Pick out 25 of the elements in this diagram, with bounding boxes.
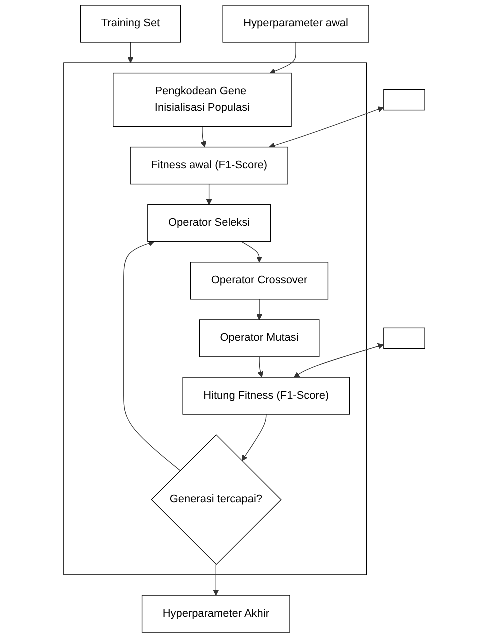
arrow — [200, 126, 207, 148]
node-box — [384, 328, 426, 350]
node-box: Operator Seleksi — [148, 204, 272, 242]
node-box: Operator Mutasi — [199, 320, 320, 358]
arrow — [124, 240, 181, 472]
node-box: Hyperparameter awal — [222, 5, 370, 43]
node-box: Hitung Fitness (F1-Score) — [182, 377, 350, 415]
arrow — [294, 343, 384, 378]
arrow — [241, 242, 263, 263]
arrow — [270, 42, 296, 74]
node-box — [384, 89, 426, 111]
arrow — [128, 42, 134, 64]
arrow — [258, 356, 264, 378]
node-box: Hyperparameter Akhir — [142, 595, 290, 633]
node-box: Pengkodean Gene Inisialisasi Populasi — [113, 72, 292, 128]
cluster — [64, 62, 368, 576]
node-box: Training Set — [80, 5, 181, 43]
node-diamond: Generasi tercapai? — [151, 434, 282, 566]
arrow — [206, 184, 212, 206]
node-box: Operator Crossover — [190, 262, 329, 300]
arrow — [242, 414, 267, 462]
node-box: Fitness awal (F1-Score) — [130, 146, 288, 185]
arrow — [269, 106, 384, 149]
arrow — [213, 564, 220, 596]
arrow — [256, 299, 263, 320]
